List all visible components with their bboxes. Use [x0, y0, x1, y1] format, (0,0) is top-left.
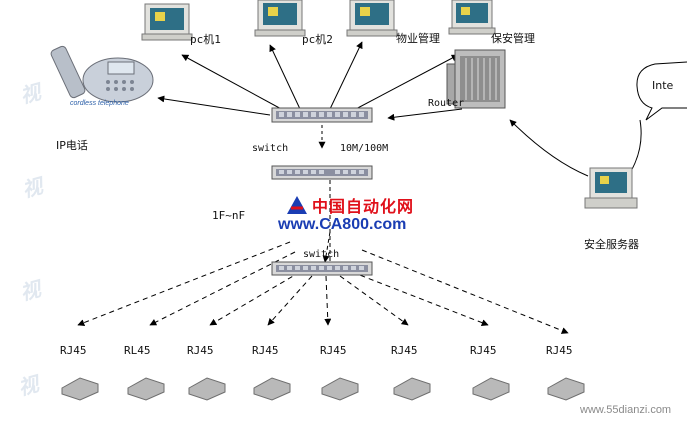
port-label: RJ45	[391, 344, 418, 357]
watermark-url: www.CA800.com	[278, 216, 407, 233]
link-property	[329, 41, 363, 110]
port-label: RJ45	[470, 344, 497, 357]
security-server-icon	[584, 167, 638, 209]
property-computer-icon	[346, 0, 398, 37]
switch-top-device	[271, 107, 373, 123]
switch-bottom-device	[271, 261, 373, 276]
security-mgmt-label: 保安管理	[491, 32, 535, 45]
port-links	[77, 241, 569, 334]
port-label: RJ45	[546, 344, 573, 357]
security-mgmt-computer-icon	[448, 0, 496, 35]
floors-label: 1F~nF	[212, 209, 246, 222]
security-server-label: 安全服务器	[584, 238, 639, 251]
port-label: RL45	[124, 344, 151, 357]
pc2-computer-icon	[254, 0, 306, 37]
link-router	[387, 108, 463, 121]
port-label: RJ45	[187, 344, 214, 357]
ip-phone-label: IP电话	[56, 139, 88, 152]
switch-bottom-label: switch	[303, 249, 340, 260]
port-label: RJ45	[320, 344, 347, 357]
internet-cloud	[636, 61, 687, 121]
link-pc1	[181, 54, 286, 112]
internet-label: Inte	[652, 79, 674, 92]
cordless-telephone-icon	[50, 45, 154, 103]
wall-jack-devices	[61, 377, 585, 401]
link-pc2	[269, 44, 301, 110]
pc1-label: pc机1	[190, 33, 221, 46]
pc1-computer-icon	[141, 3, 193, 41]
port-label: RJ45	[60, 344, 87, 357]
speed-label: 10M/100M	[340, 143, 389, 154]
site-watermark: www.55dianzi.com	[580, 404, 672, 416]
link-security-mgmt	[351, 54, 459, 112]
switch-middle-device	[271, 165, 373, 180]
phone-brand-label: cordless telephone	[70, 100, 129, 107]
router-label: Router	[428, 98, 465, 109]
ca800-logo-icon	[287, 196, 307, 214]
switch-top-label: switch	[252, 143, 289, 154]
property-label: 物业管理	[396, 32, 440, 45]
watermark-cn: 中国自动化网	[312, 197, 415, 216]
port-label: RJ45	[252, 344, 279, 357]
pc2-label: pc机2	[302, 33, 333, 46]
router-rack-icon	[446, 49, 506, 109]
link-phone	[157, 95, 271, 116]
link-server-router	[509, 119, 589, 177]
